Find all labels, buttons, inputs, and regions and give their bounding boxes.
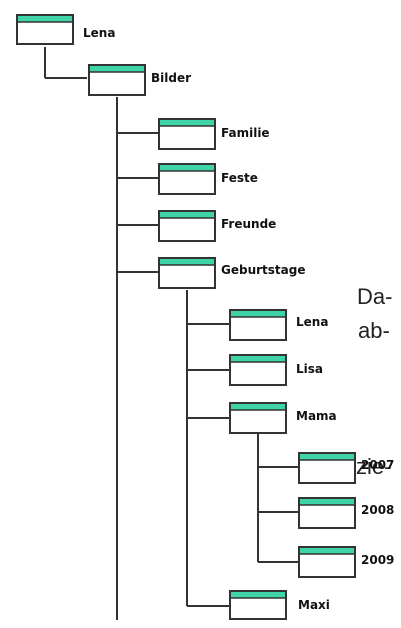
node-label: Feste [221,171,258,185]
folder-icon [16,14,74,45]
body-text-line: ab- [358,318,390,343]
folder-icon [229,402,287,434]
body-text-line: Da- [357,284,393,309]
node-label: Mama [296,409,337,423]
node-label: Lena [83,26,116,40]
folder-icon [229,354,287,386]
folder-icon [158,257,216,289]
folder-icon [158,163,216,195]
folder-icon [158,210,216,242]
node-label: Familie [221,126,270,140]
folder-icon [298,546,356,578]
node-label: Bilder [151,71,192,85]
folder-icon [229,309,287,341]
body-text-line: zie- [356,454,392,479]
node-label: Geburtstage [221,263,306,277]
folder-icon [158,118,216,150]
node-label: Lena [296,315,329,329]
folder-icon [298,497,356,529]
folder-icon [229,590,287,620]
folder-icon [88,64,146,96]
node-label: 2009 [361,553,395,567]
node-label: Lisa [296,362,323,376]
node-label: 2008 [361,503,395,517]
folder-icon [298,452,356,484]
node-label: 2007 [361,458,395,472]
node-label: Maxi [298,598,330,612]
node-label: Freunde [221,217,277,231]
